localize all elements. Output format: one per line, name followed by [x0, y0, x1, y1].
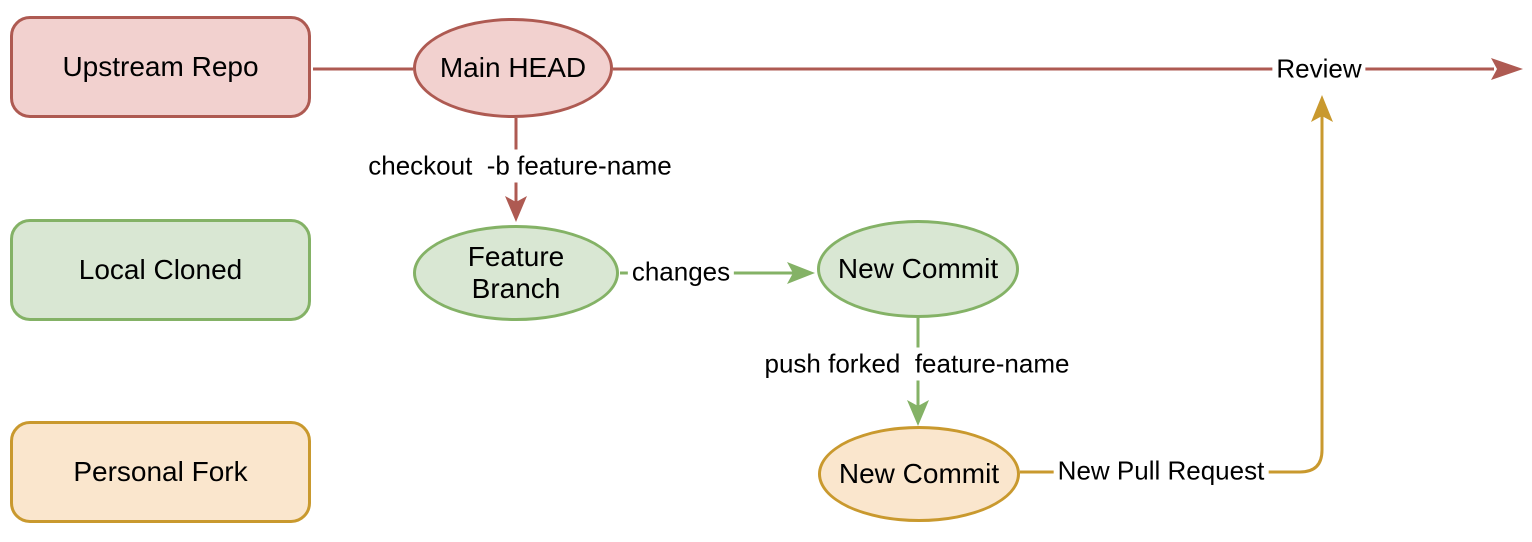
edge-label-new-pull-request: New Pull Request [1053, 454, 1269, 488]
edge-label-changes: changes [627, 255, 735, 289]
edge-label-checkout: checkout -b feature-name [364, 149, 676, 183]
lane-box-local-cloned: Local Cloned [10, 219, 311, 321]
node-label-new-commit-local: New Commit [837, 253, 999, 284]
node-new-commit-local: New Commit [817, 220, 1019, 318]
node-label-main-head: Main HEAD [439, 52, 587, 83]
node-feature-branch: Feature Branch [413, 225, 619, 321]
node-label-new-commit-fork: New Commit [838, 458, 1000, 489]
edge-label-review: Review [1272, 52, 1366, 86]
lane-box-personal-fork: Personal Fork [10, 421, 311, 523]
node-new-commit-fork: New Commit [818, 426, 1020, 522]
lane-box-upstream-repo: Upstream Repo [10, 16, 311, 118]
lane-label-local-cloned: Local Cloned [78, 254, 243, 285]
edge-push-arrowhead [907, 400, 929, 426]
lane-label-upstream-repo: Upstream Repo [62, 51, 259, 82]
edge-changes-arrowhead [787, 262, 815, 284]
edge-label-push-forked: push forked feature-name [760, 347, 1074, 381]
edge-pull-request-line [1020, 116, 1324, 474]
edge-review-arrowhead [1491, 58, 1523, 80]
lane-label-personal-fork: Personal Fork [73, 456, 248, 487]
node-main-head: Main HEAD [413, 18, 613, 118]
edge-checkout-arrowhead [505, 196, 527, 222]
node-label-feature-branch: Feature Branch [467, 240, 565, 304]
edge-pull-request-arrowhead [1311, 95, 1333, 122]
